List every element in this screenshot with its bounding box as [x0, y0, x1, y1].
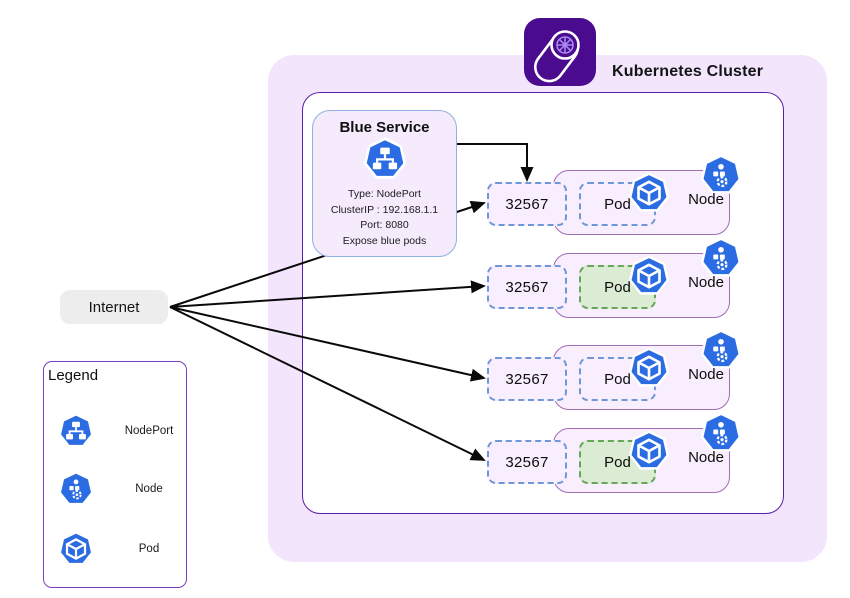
node-label: Node [688, 366, 724, 383]
blue-service-card[interactable]: Blue Service Type: NodePort ClusterIP : … [312, 110, 457, 257]
nodeport-icon [363, 137, 407, 181]
internet-node[interactable]: Internet [60, 290, 168, 324]
internet-label: Internet [88, 298, 140, 316]
service-cluster-ip: ClusterIP : 192.168.1.1 [330, 203, 439, 216]
kubernetes-logo-icon [524, 18, 596, 86]
nodeport-port-box[interactable]: 32567 [487, 182, 567, 226]
nodeport-icon [58, 413, 94, 449]
pod-icon [58, 531, 94, 567]
service-port: Port: 8080 [360, 219, 409, 231]
legend-label-nodeport: NodePort [124, 425, 174, 437]
nodeport-port-box[interactable]: 32567 [487, 440, 567, 484]
service-type: Type: NodePort [348, 188, 421, 200]
node-icon [58, 471, 94, 507]
cluster-title: Kubernetes Cluster [612, 63, 764, 80]
node-row: 32567 Pod Node [487, 412, 745, 498]
node-row: 32567 Pod Node [487, 154, 745, 240]
legend-label-node: Node [135, 483, 163, 495]
node-icon [700, 329, 742, 371]
legend-label-pod: Pod [138, 543, 160, 555]
nodeport-port-box[interactable]: 32567 [487, 265, 567, 309]
node-icon [700, 412, 742, 454]
pod-icon [628, 430, 670, 472]
node-icon [700, 237, 742, 279]
node-row: 32567 Pod Node [487, 329, 745, 415]
pod-icon [628, 255, 670, 297]
nodeport-port-box[interactable]: 32567 [487, 357, 567, 401]
service-title: Blue Service [339, 119, 430, 136]
node-label: Node [688, 449, 724, 466]
node-label: Node [688, 274, 724, 291]
node-row: 32567 Pod Node [487, 237, 745, 323]
pod-icon [628, 347, 670, 389]
node-icon [700, 154, 742, 196]
legend-panel: Legend NodePort Node Pod [43, 361, 187, 588]
pod-icon [628, 172, 670, 214]
node-label: Node [688, 191, 724, 208]
legend-title: Legend [48, 367, 99, 384]
service-expose: Expose blue pods [342, 234, 427, 247]
